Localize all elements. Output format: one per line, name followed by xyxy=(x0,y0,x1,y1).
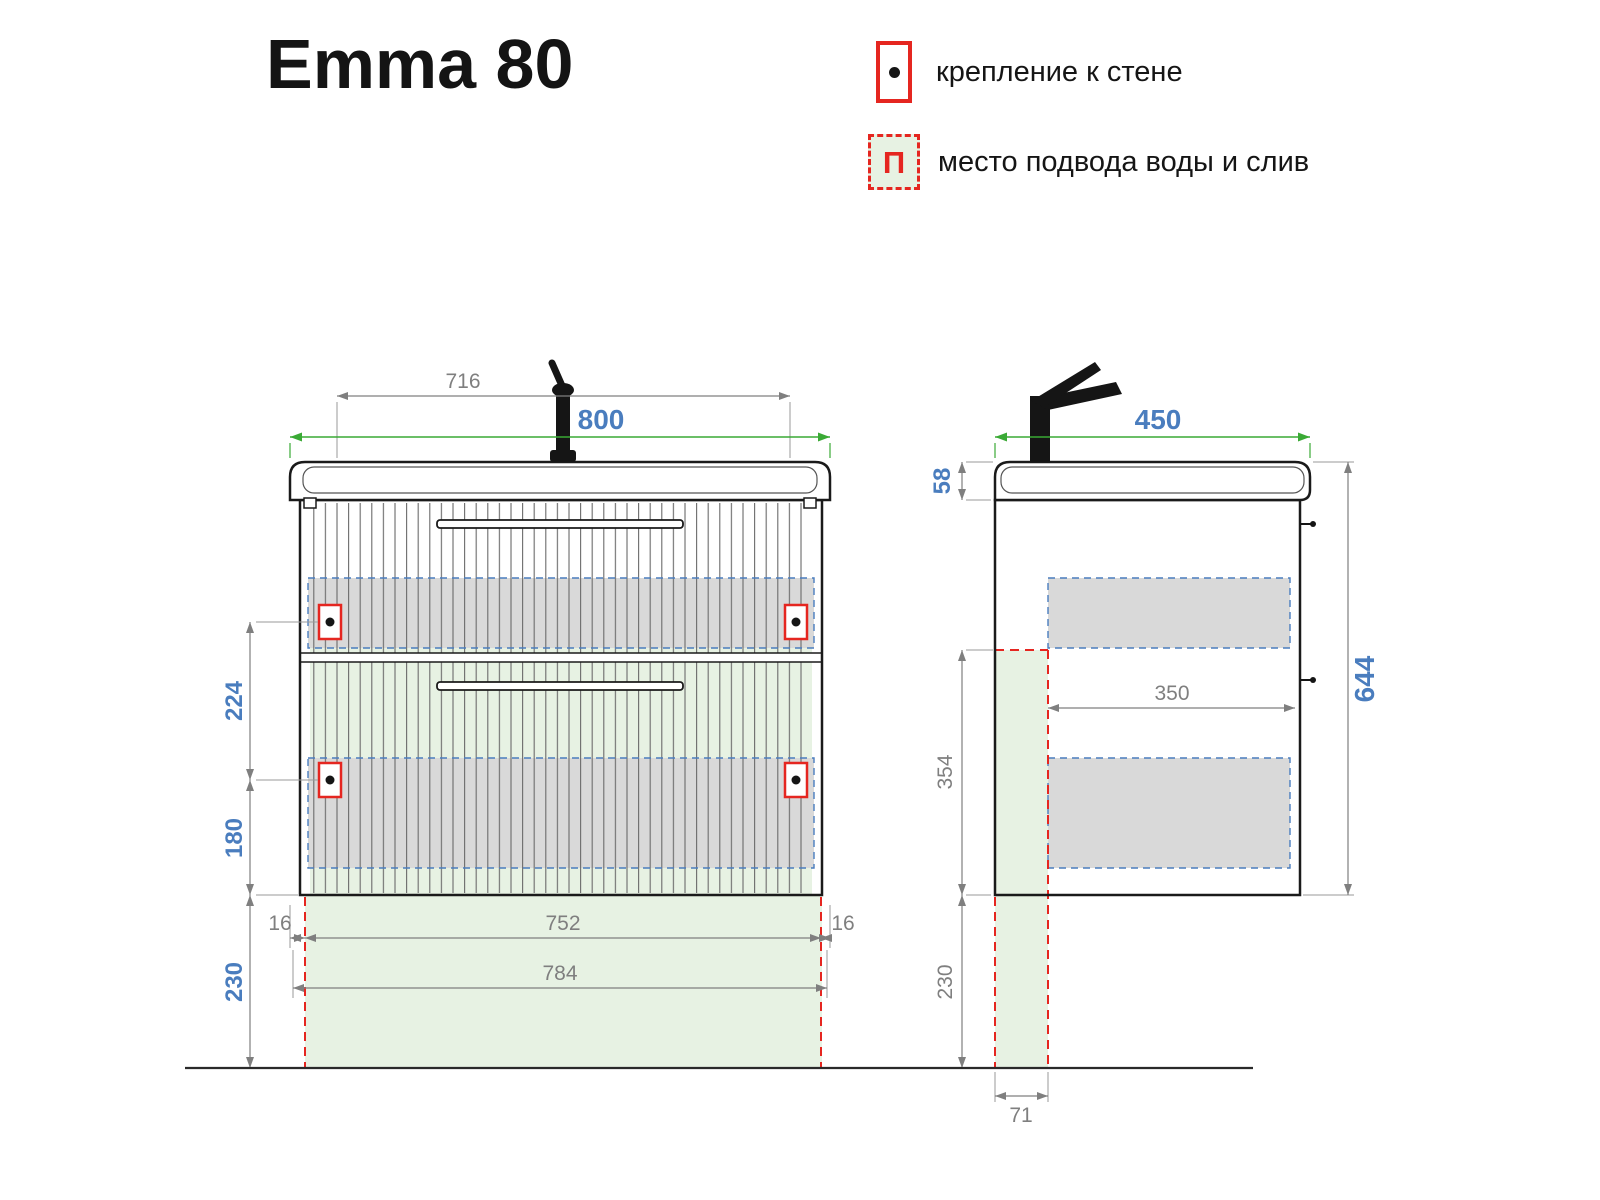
wall-mount-marker xyxy=(783,761,809,799)
mount-band-outline xyxy=(1047,577,1291,649)
front-dimensions: 716 800 224 180 230 16 7 xyxy=(221,370,855,1068)
drawer-rail-pin xyxy=(1300,677,1316,683)
dim-side-bottom-to-floor: 230 xyxy=(934,964,957,999)
faucet-front xyxy=(548,359,576,462)
legend: крепление к стене П место подвода воды и… xyxy=(862,40,1309,220)
water-zone-front-lower xyxy=(305,895,822,1068)
dim-mount-spacing: 224 xyxy=(221,680,248,721)
mount-band-outline xyxy=(1047,757,1291,869)
drawer-rail-pin xyxy=(1300,521,1316,527)
dim-left-offset: 16 xyxy=(268,912,291,935)
legend-item-wall-mount: крепление к стене xyxy=(862,40,1309,104)
wall-mount-marker xyxy=(783,603,809,641)
mount-band-side-top xyxy=(1048,578,1290,648)
product-title: Emma 80 xyxy=(266,25,574,103)
washbasin-side xyxy=(993,460,1312,502)
mount-dot-icon xyxy=(888,66,900,78)
side-view xyxy=(993,362,1316,1068)
wall-mount-icon xyxy=(876,41,912,103)
water-supply-icon: П xyxy=(868,134,920,190)
drawer-handle-top xyxy=(436,519,684,529)
dim-outer-width: 784 xyxy=(542,962,577,985)
wall-mount-marker xyxy=(317,761,343,799)
dim-right-offset: 16 xyxy=(831,912,854,935)
dim-countertop-height: 58 xyxy=(929,468,956,495)
front-view xyxy=(288,359,832,1068)
mount-band-outline xyxy=(307,757,815,869)
faucet-side xyxy=(1030,362,1122,462)
dim-mount-to-bottom: 180 xyxy=(221,818,248,858)
water-supply-symbol: П xyxy=(882,144,906,180)
dim-drain-zone-width: 752 xyxy=(545,912,580,935)
water-zone-side xyxy=(995,650,1048,1068)
dim-total-width: 800 xyxy=(578,404,625,435)
dim-depth: 450 xyxy=(1135,404,1182,435)
mount-band-outline xyxy=(307,577,815,649)
washbasin-front xyxy=(288,460,832,509)
dim-total-height: 644 xyxy=(1349,655,1380,702)
legend-item-water-supply: П место подвода воды и слив xyxy=(862,130,1309,194)
legend-label-water-supply: место подвода воды и слив xyxy=(938,145,1310,178)
wall-mount-marker xyxy=(317,603,343,641)
dim-basin-width: 716 xyxy=(445,370,480,393)
mount-band-side-bottom xyxy=(1048,758,1290,868)
dim-mount-height: 354 xyxy=(934,754,957,789)
fluted-facade xyxy=(312,503,810,893)
legend-label-wall-mount: крепление к стене xyxy=(936,55,1183,88)
dim-inner-depth: 350 xyxy=(1154,682,1189,705)
drawer-handle-bottom xyxy=(436,681,684,691)
side-dimensions: 450 58 644 350 354 230 7 xyxy=(929,404,1380,1127)
drawer-divider xyxy=(301,652,821,663)
dim-wall-offset: 71 xyxy=(1009,1104,1032,1127)
dim-bottom-to-floor: 230 xyxy=(221,962,248,1002)
